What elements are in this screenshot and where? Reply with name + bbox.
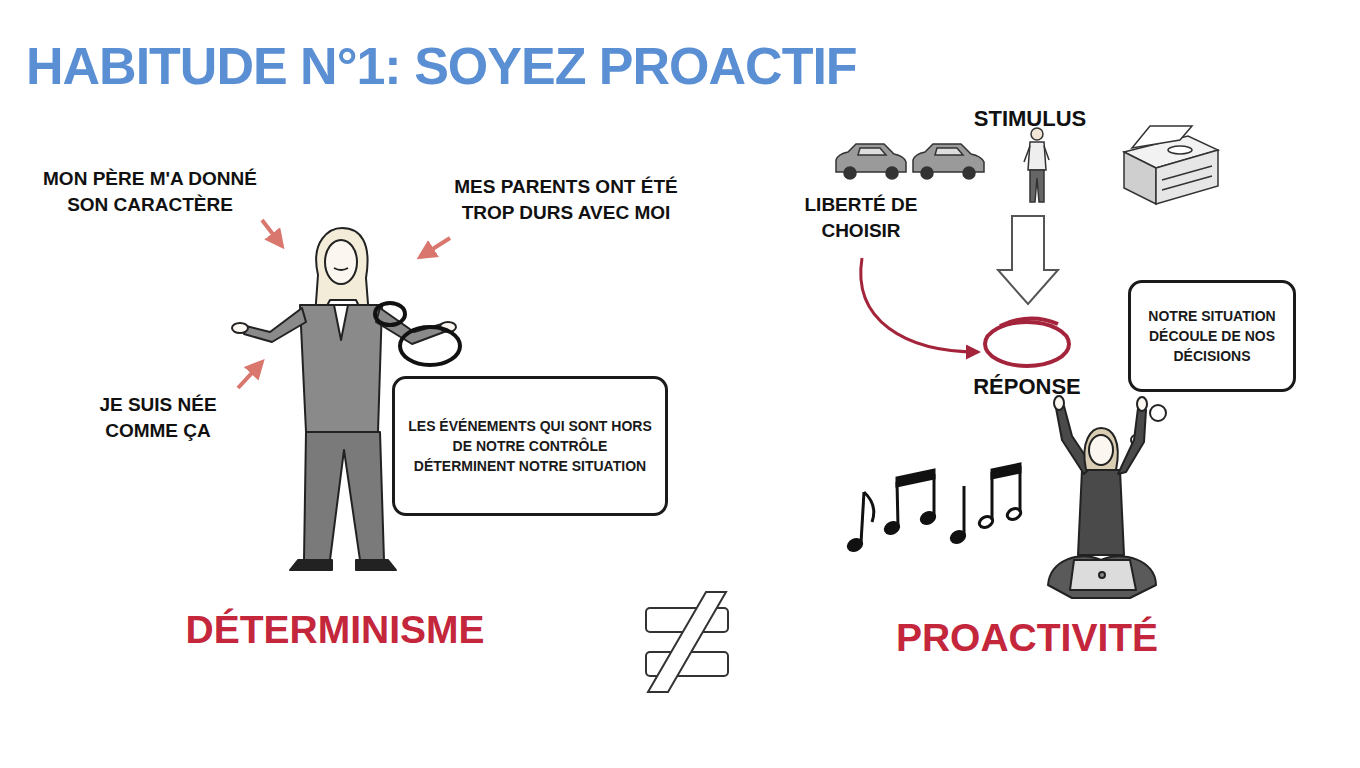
cheering-woman	[1048, 396, 1156, 598]
man-icon	[1024, 128, 1049, 202]
not-equal-sign	[646, 592, 728, 692]
printer-icon	[1124, 126, 1218, 204]
car-icon	[836, 144, 984, 179]
box-text: NOTRE SITUATION DÉCOULE DE NOS DÉCISIONS	[1143, 306, 1281, 367]
speech-box: LES ÉVÉNEMENTS QUI SONT HORS DE NOTRE CO…	[392, 376, 668, 516]
music-notes-part	[933, 474, 936, 516]
car-icon-part	[886, 167, 898, 179]
response-label: RÉPONSE	[947, 372, 1107, 402]
cheering-woman-part	[1084, 428, 1117, 470]
music-notes-part	[992, 464, 1020, 478]
box-text: LES ÉVÉNEMENTS QUI SONT HORS DE NOTRE CO…	[407, 416, 653, 477]
shrugging-woman-part	[232, 323, 248, 333]
concept-title: PROACTIVITÉ	[837, 612, 1217, 665]
shrugging-woman-part	[290, 560, 332, 570]
choice-arrow	[861, 258, 978, 352]
shrugging-woman-part	[375, 303, 405, 325]
cheering-woman-part	[1078, 470, 1124, 555]
cheering-woman-part	[1089, 435, 1113, 465]
car-icon-part	[935, 148, 963, 155]
man-icon-part	[1028, 142, 1046, 170]
shrugging-woman-part	[325, 240, 357, 284]
music-notes	[847, 464, 1023, 552]
stimulus-label: STIMULUS	[945, 104, 1115, 134]
man-icon-part	[1044, 146, 1049, 160]
printer-icon-part	[1156, 150, 1218, 204]
response-circle-part	[1000, 318, 1058, 326]
cause-note: MES PARENTS ONT ÉTÉ TROP DURS AVEC MOI	[431, 174, 701, 225]
cheering-woman-part	[1118, 408, 1146, 474]
music-notes-part	[897, 470, 934, 486]
shrugging-woman-part	[244, 308, 306, 342]
stimulus-arrow	[998, 216, 1058, 304]
printer-icon-part	[1132, 126, 1192, 148]
man-icon-part	[1030, 170, 1044, 202]
leader-arrow-part	[420, 238, 450, 257]
cheering-woman-part	[1137, 397, 1147, 411]
leader-arrow-part	[238, 362, 262, 388]
shrugging-woman-part	[304, 432, 384, 560]
shrugging-woman-part	[356, 560, 396, 570]
car-icon-part	[858, 148, 886, 155]
printer-icon-part	[1124, 152, 1156, 204]
not-equal-sign-part	[648, 592, 726, 692]
music-notes-part	[864, 492, 874, 522]
car-icon-part	[844, 167, 856, 179]
title: HABITUDE N°1: SOYEZ PROACTIF	[26, 36, 857, 96]
car-icon-part	[921, 167, 933, 179]
music-notes-part	[963, 486, 966, 535]
music-notes-part	[897, 482, 898, 526]
shrugging-woman-part	[334, 305, 348, 340]
cheering-woman-part	[1070, 560, 1136, 590]
shrugging-woman-part	[400, 327, 460, 365]
speech-box: NOTRE SITUATION DÉCOULE DE NOS DÉCISIONS	[1128, 280, 1296, 392]
printer-icon-part	[1162, 176, 1212, 190]
car-icon-part	[963, 167, 975, 179]
response-circle	[985, 318, 1069, 366]
cause-note: JE SUIS NÉE COMME ÇA	[73, 392, 243, 443]
response-circle-part	[985, 322, 1069, 366]
cheering-woman-part	[1099, 572, 1105, 578]
shrugging-woman-part	[300, 305, 382, 432]
printer-icon-part	[1168, 146, 1192, 154]
cheering-woman-part	[1048, 556, 1156, 598]
choice-label: LIBERTÉ DE CHOISIR	[781, 192, 941, 243]
thought-bubble-part	[1150, 405, 1166, 421]
music-notes-part	[861, 492, 864, 543]
man-icon-part	[1024, 146, 1030, 162]
concept-title: DÉTERMINISME	[125, 604, 545, 657]
cause-note: MON PÈRE M'A DONNÉ SON CARACTÈRE	[20, 166, 280, 217]
leader-arrow-part	[262, 220, 282, 246]
shrugging-woman-part	[334, 268, 348, 270]
